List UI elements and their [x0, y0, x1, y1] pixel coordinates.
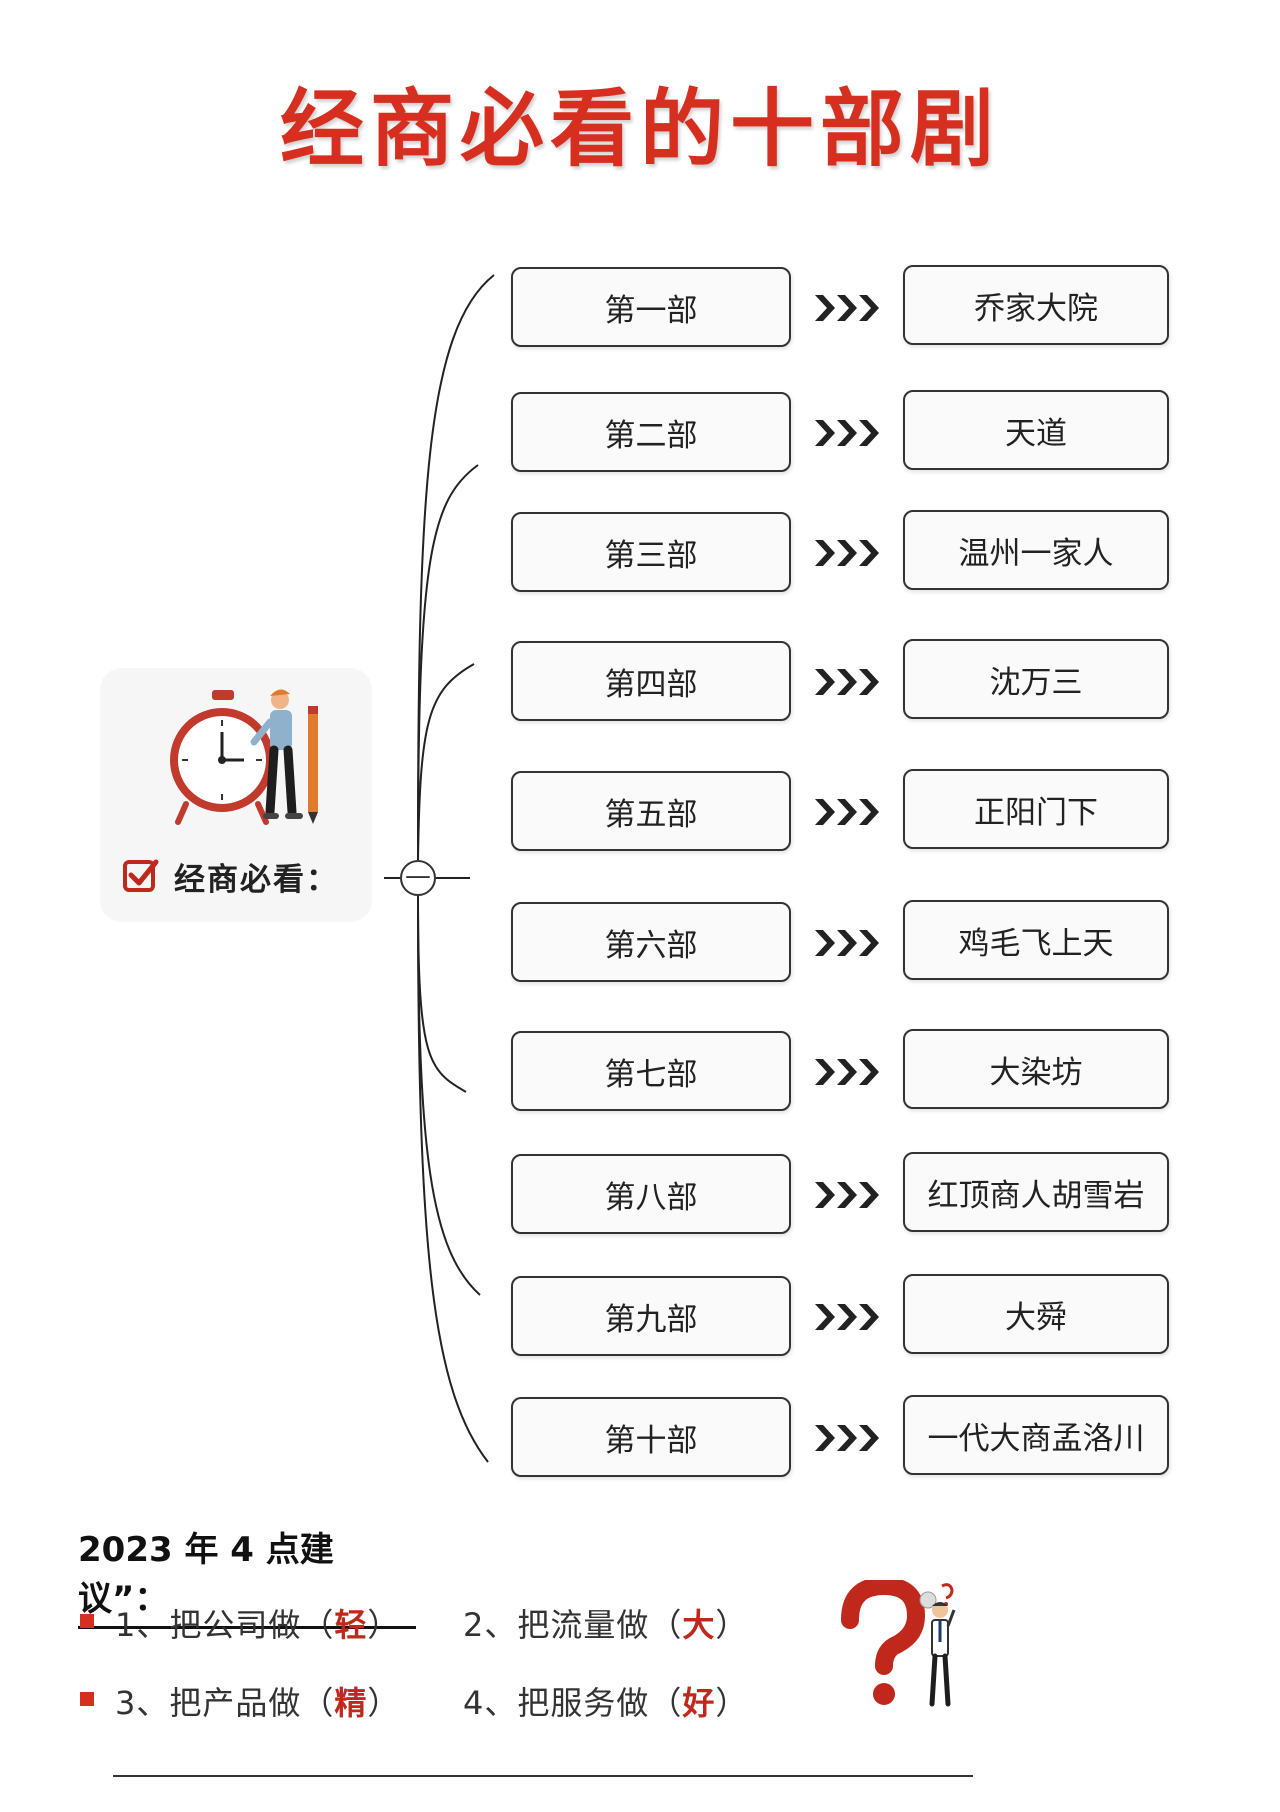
- bullet-square-icon: [80, 1614, 94, 1628]
- drama-node-1[interactable]: 乔家大院: [903, 265, 1169, 345]
- suggestions-title: 2023 年 4 点建议”：: [78, 1522, 416, 1629]
- ordinal-node-3[interactable]: 第三部: [511, 512, 791, 592]
- suggestion-4: 4、把服务做（好）: [463, 1684, 749, 1722]
- triple-chevron-icon: [815, 1304, 879, 1330]
- ordinal-node-6[interactable]: 第六部: [511, 902, 791, 982]
- ordinal-node-5[interactable]: 第五部: [511, 771, 791, 851]
- ordinal-node-2[interactable]: 第二部: [511, 392, 791, 472]
- ordinal-node-1[interactable]: 第一部: [511, 267, 791, 347]
- drama-node-9[interactable]: 大舜: [903, 1274, 1169, 1354]
- ordinal-node-8[interactable]: 第八部: [511, 1154, 791, 1234]
- center-topic-text: 经商必看：: [174, 862, 339, 898]
- triple-chevron-icon: [815, 420, 879, 446]
- center-topic-card[interactable]: 经商必看：: [100, 668, 372, 922]
- drama-node-6[interactable]: 鸡毛飞上天: [903, 900, 1169, 980]
- bullet-square-icon: [80, 1692, 94, 1706]
- ordinal-node-4[interactable]: 第四部: [511, 641, 791, 721]
- drama-node-5[interactable]: 正阳门下: [903, 769, 1169, 849]
- alarm-clock-person-illustration: [162, 682, 332, 836]
- drama-node-2[interactable]: 天道: [903, 390, 1169, 470]
- triple-chevron-icon: [815, 540, 879, 566]
- drama-node-3[interactable]: 温州一家人: [903, 510, 1169, 590]
- drama-node-7[interactable]: 大染坊: [903, 1029, 1169, 1109]
- drama-node-8[interactable]: 红顶商人胡雪岩: [903, 1152, 1169, 1232]
- drama-node-10[interactable]: 一代大商孟洛川: [903, 1395, 1169, 1475]
- triple-chevron-icon: [815, 1059, 879, 1085]
- triple-chevron-icon: [815, 1182, 879, 1208]
- center-topic-label: 经商必看：: [122, 854, 339, 899]
- suggestion-1: 1、把公司做（轻）: [115, 1606, 401, 1644]
- checkbox-icon: [122, 856, 160, 898]
- triple-chevron-icon: [815, 669, 879, 695]
- collapse-toggle-button[interactable]: —: [400, 860, 436, 896]
- triple-chevron-icon: [815, 799, 879, 825]
- ordinal-node-7[interactable]: 第七部: [511, 1031, 791, 1111]
- drama-node-4[interactable]: 沈万三: [903, 639, 1169, 719]
- bottom-divider: [113, 1775, 973, 1777]
- page-title: 经商必看的十部剧: [279, 80, 1000, 178]
- ordinal-node-10[interactable]: 第十部: [511, 1397, 791, 1477]
- triple-chevron-icon: [815, 1425, 879, 1451]
- triple-chevron-icon: [815, 930, 879, 956]
- question-mark-person-illustration: [832, 1576, 972, 1714]
- suggestion-3: 3、把产品做（精）: [115, 1684, 401, 1722]
- ordinal-node-9[interactable]: 第九部: [511, 1276, 791, 1356]
- suggestion-2: 2、把流量做（大）: [463, 1606, 749, 1644]
- triple-chevron-icon: [815, 295, 879, 321]
